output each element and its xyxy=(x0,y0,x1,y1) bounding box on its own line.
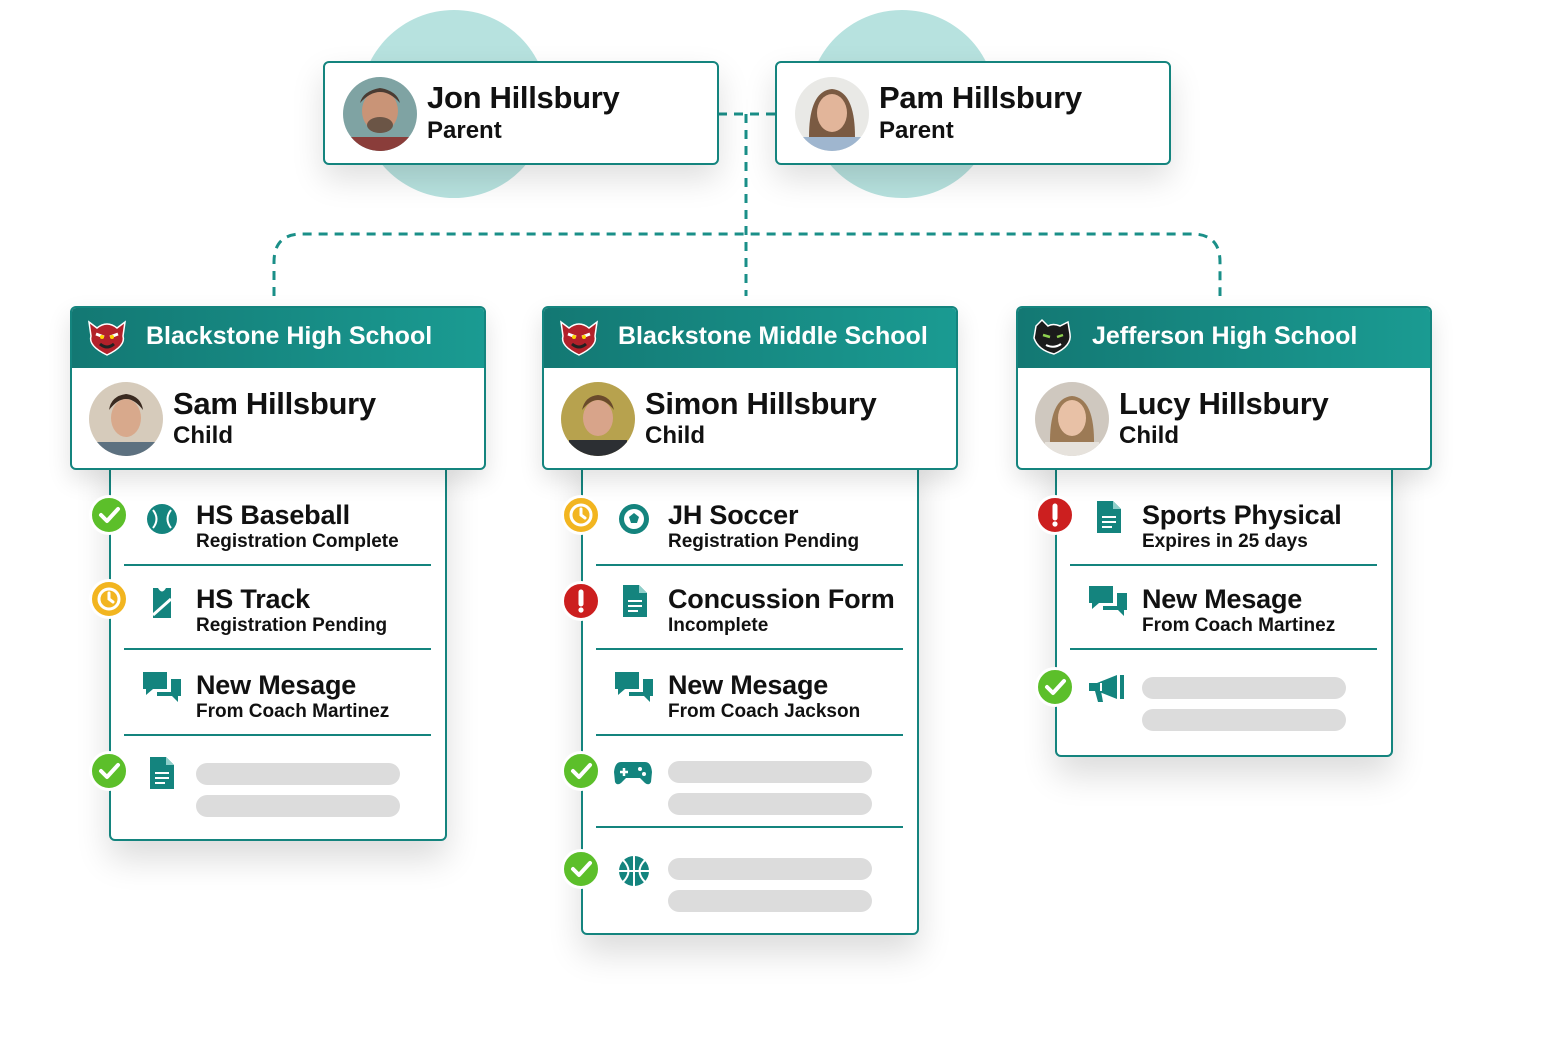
divider xyxy=(124,564,431,566)
chat-icon xyxy=(143,672,181,702)
baseball-icon xyxy=(147,504,177,534)
item-title: JH Soccer xyxy=(668,500,799,530)
divider xyxy=(596,826,903,828)
placeholder-line xyxy=(196,795,400,817)
divider xyxy=(596,648,903,650)
divider xyxy=(596,564,903,566)
avatar xyxy=(343,77,417,151)
alert-status-icon xyxy=(1035,495,1075,535)
avatar xyxy=(1035,382,1109,456)
chat-icon xyxy=(1089,586,1127,616)
alert-status-icon xyxy=(561,581,601,621)
child-name: Lucy Hillsbury xyxy=(1119,386,1329,421)
document-icon xyxy=(623,585,647,617)
school-name: Blackstone Middle School xyxy=(618,322,928,350)
item-subtitle: Registration Pending xyxy=(668,531,860,552)
placeholder-line xyxy=(668,890,872,912)
child-role: Child xyxy=(645,422,705,449)
school-name: Jefferson High School xyxy=(1092,322,1358,350)
child-name: Simon Hillsbury xyxy=(645,386,877,421)
parent-name: Jon Hillsbury xyxy=(427,80,620,115)
school-header: Blackstone High School xyxy=(72,308,484,368)
avatar xyxy=(89,382,163,456)
placeholder-line xyxy=(196,763,400,785)
check-status-icon xyxy=(561,751,601,791)
document-icon xyxy=(150,757,174,789)
basketball-icon xyxy=(619,856,649,886)
check-status-icon xyxy=(561,849,601,889)
check-status-icon xyxy=(89,495,129,535)
child-card-simon[interactable]: Blackstone Middle School Simon Hillsbury… xyxy=(542,306,958,470)
placeholder-line xyxy=(668,761,872,783)
divider xyxy=(1070,648,1377,650)
school-name: Blackstone High School xyxy=(146,322,433,350)
parent-role: Parent xyxy=(427,117,502,144)
parent-role: Parent xyxy=(879,117,954,144)
item-subtitle: Registration Pending xyxy=(196,615,388,636)
item-title: Sports Physical xyxy=(1142,500,1342,530)
divider xyxy=(124,648,431,650)
school-header: Jefferson High School xyxy=(1018,308,1430,368)
placeholder-line xyxy=(1142,709,1346,731)
child-card-lucy[interactable]: Jefferson High School Lucy Hillsbury Chi… xyxy=(1016,306,1432,470)
parent-card-pam[interactable]: Pam Hillsbury Parent xyxy=(775,61,1171,165)
item-title: Concussion Form xyxy=(668,584,895,614)
item-title: New Mesage xyxy=(668,670,829,700)
item-title: New Mesage xyxy=(196,670,357,700)
running-shirt-icon xyxy=(152,588,172,618)
item-title: New Mesage xyxy=(1142,584,1303,614)
check-status-icon xyxy=(89,751,129,791)
avatar xyxy=(561,382,635,456)
family-connector-lines xyxy=(272,112,1222,296)
item-subtitle: Expires in 25 days xyxy=(1142,531,1308,552)
item-title: HS Baseball xyxy=(196,500,350,530)
item-subtitle: Registration Complete xyxy=(196,531,399,552)
item-subtitle: From Coach Jackson xyxy=(668,701,861,722)
megaphone-icon xyxy=(1089,675,1124,702)
tiger-icon xyxy=(560,320,598,356)
divider xyxy=(596,734,903,736)
item-subtitle: From Coach Martinez xyxy=(196,701,390,722)
gamepad-icon xyxy=(614,762,652,785)
item-subtitle: Incomplete xyxy=(668,615,769,636)
divider xyxy=(124,734,431,736)
child-role: Child xyxy=(173,422,233,449)
tiger-icon xyxy=(88,320,126,356)
child-role: Child xyxy=(1119,422,1179,449)
clock-status-icon xyxy=(89,579,129,619)
parent-name: Pam Hillsbury xyxy=(879,80,1082,115)
placeholder-line xyxy=(668,793,872,815)
avatar xyxy=(795,77,869,151)
school-header: Blackstone Middle School xyxy=(544,308,956,368)
child-card-sam[interactable]: Blackstone High School Sam Hillsbury Chi… xyxy=(70,306,486,470)
clock-status-icon xyxy=(561,495,601,535)
parent-card-jon[interactable]: Jon Hillsbury Parent xyxy=(323,61,719,165)
soccer-icon xyxy=(619,504,649,534)
divider xyxy=(1070,564,1377,566)
panther-icon xyxy=(1033,318,1071,355)
placeholder-line xyxy=(1142,677,1346,699)
chat-icon xyxy=(615,672,653,702)
document-icon xyxy=(1097,501,1121,533)
item-title: HS Track xyxy=(196,584,310,614)
check-status-icon xyxy=(1035,667,1075,707)
placeholder-line xyxy=(668,858,872,880)
child-name: Sam Hillsbury xyxy=(173,386,376,421)
item-subtitle: From Coach Martinez xyxy=(1142,615,1336,636)
